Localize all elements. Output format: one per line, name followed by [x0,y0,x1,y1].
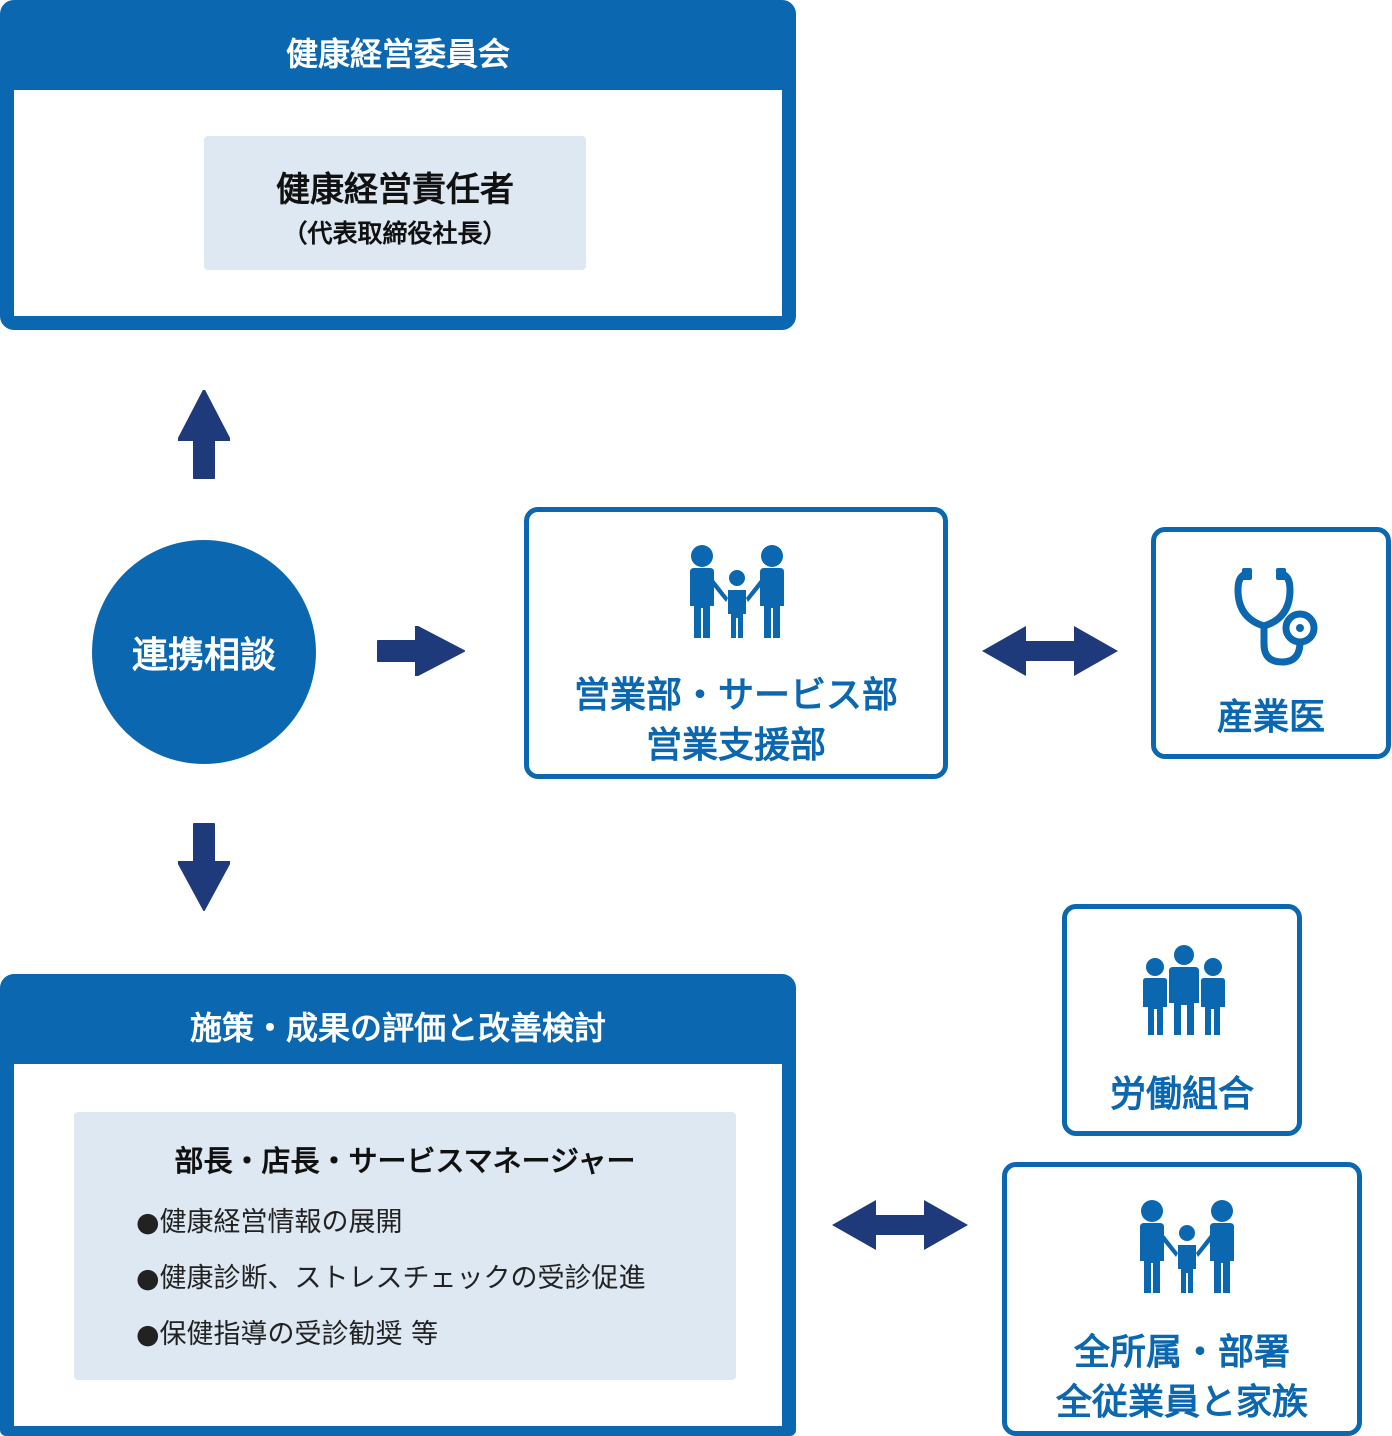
all-staff-node: 全所属・部署 全従業員と家族 [1002,1162,1362,1436]
stethoscope-icon [1234,568,1318,666]
consultation-node: 連携相談 [92,540,316,764]
all-staff-node-line1: 全所属・部署 [1073,1332,1290,1373]
union-node-label: 労働組合 [1109,1074,1254,1115]
double-arrow-staff-icon [832,1200,968,1250]
sales-node: 営業部・サービス部 営業支援部 [524,507,948,779]
group-icon [1143,945,1225,1035]
union-node: 労働組合 [1062,904,1302,1136]
committee-head-box: 健康経営責任者 （代表取締役社長） [204,136,586,270]
committee-head-name: 健康経営責任者 [276,170,514,210]
evaluation-title: 施策・成果の評価と改善検討 [14,988,782,1064]
family-icon [1140,1200,1234,1293]
evaluation-subtitle: 部長・店長・サービスマネージャー [174,1144,636,1178]
evaluation-bullet: ●健康診断、ストレスチェックの受診促進 [136,1263,646,1294]
family-icon [690,545,784,638]
all-staff-node-line2: 全従業員と家族 [1055,1382,1308,1423]
arrow-up-icon [178,390,230,479]
arrow-down-icon [178,823,230,911]
evaluation-detail-box: 部長・店長・サービスマネージャー ●健康経営情報の展開 ●健康診断、ストレスチェ… [74,1112,736,1380]
evaluation-bullet: ●保健指導の受診勧奨 等 [136,1319,439,1350]
doctor-node: 産業医 [1151,527,1391,759]
sales-node-line1: 営業部・サービス部 [573,675,898,716]
evaluation-bullet: ●健康経営情報の展開 [136,1207,403,1238]
committee-panel: 健康経営委員会 健康経営責任者 （代表取締役社長） [0,0,796,330]
arrow-right-icon [377,626,465,676]
sales-node-line2: 営業支援部 [645,725,826,766]
double-arrow-doctor-icon [982,626,1118,676]
committee-title: 健康経営委員会 [14,14,782,90]
evaluation-panel: 施策・成果の評価と改善検討 部長・店長・サービスマネージャー ●健康経営情報の展… [0,974,796,1436]
doctor-node-label: 産業医 [1216,697,1325,738]
committee-head-role: （代表取締役社長） [282,219,508,248]
consultation-label: 連携相談 [131,635,276,676]
